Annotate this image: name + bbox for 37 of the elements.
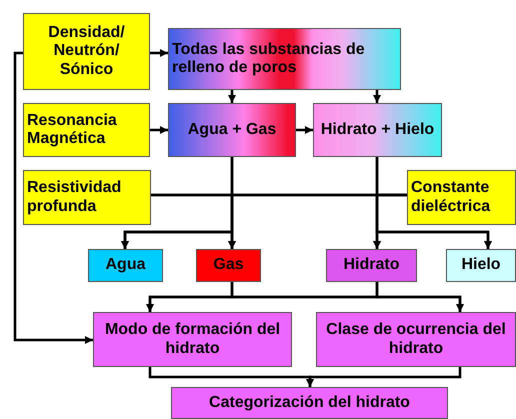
process-box [23, 103, 150, 157]
node-label: Categorización del hidrato [209, 394, 410, 412]
node-label: Agua + Gas [188, 120, 276, 140]
node-label: Clase de ocurrencia del hidrato [325, 321, 507, 358]
node-label: Resistividad profunda [27, 179, 122, 216]
node-label: Todas las substancias de relleno de poros [172, 40, 366, 78]
arrow [14, 52, 93, 344]
arrow [373, 90, 381, 103]
arrow [296, 126, 313, 134]
process-box [407, 170, 516, 225]
arrow [228, 90, 236, 103]
process-box [313, 103, 442, 157]
node-label: Resonancia Magnética [27, 112, 118, 148]
process-box [326, 249, 417, 282]
process-box [168, 103, 296, 157]
node-label: Densidad/ Neutrón/ Sónico [47, 24, 126, 80]
node-label: Agua [106, 256, 146, 275]
node-label: Hidrato [344, 256, 400, 275]
process-box [316, 312, 516, 367]
process-box [88, 249, 163, 282]
process-box [23, 13, 150, 90]
node-label: Constante dieléctrica [411, 179, 492, 216]
process-box [168, 28, 401, 90]
node-label: Modo de formación del hidrato [104, 321, 282, 358]
arrow [150, 126, 168, 134]
arrow [306, 367, 462, 387]
process-box [171, 387, 448, 419]
process-box [93, 312, 292, 367]
process-box [446, 249, 516, 282]
node-label: Gas [213, 256, 244, 275]
process-box [23, 170, 151, 225]
node-label: Hielo [461, 256, 501, 275]
node-label: Hidrato + Hielo [320, 120, 434, 140]
process-box [196, 249, 261, 282]
arrow [150, 49, 168, 57]
arrow [376, 157, 492, 249]
arrow [376, 282, 464, 312]
